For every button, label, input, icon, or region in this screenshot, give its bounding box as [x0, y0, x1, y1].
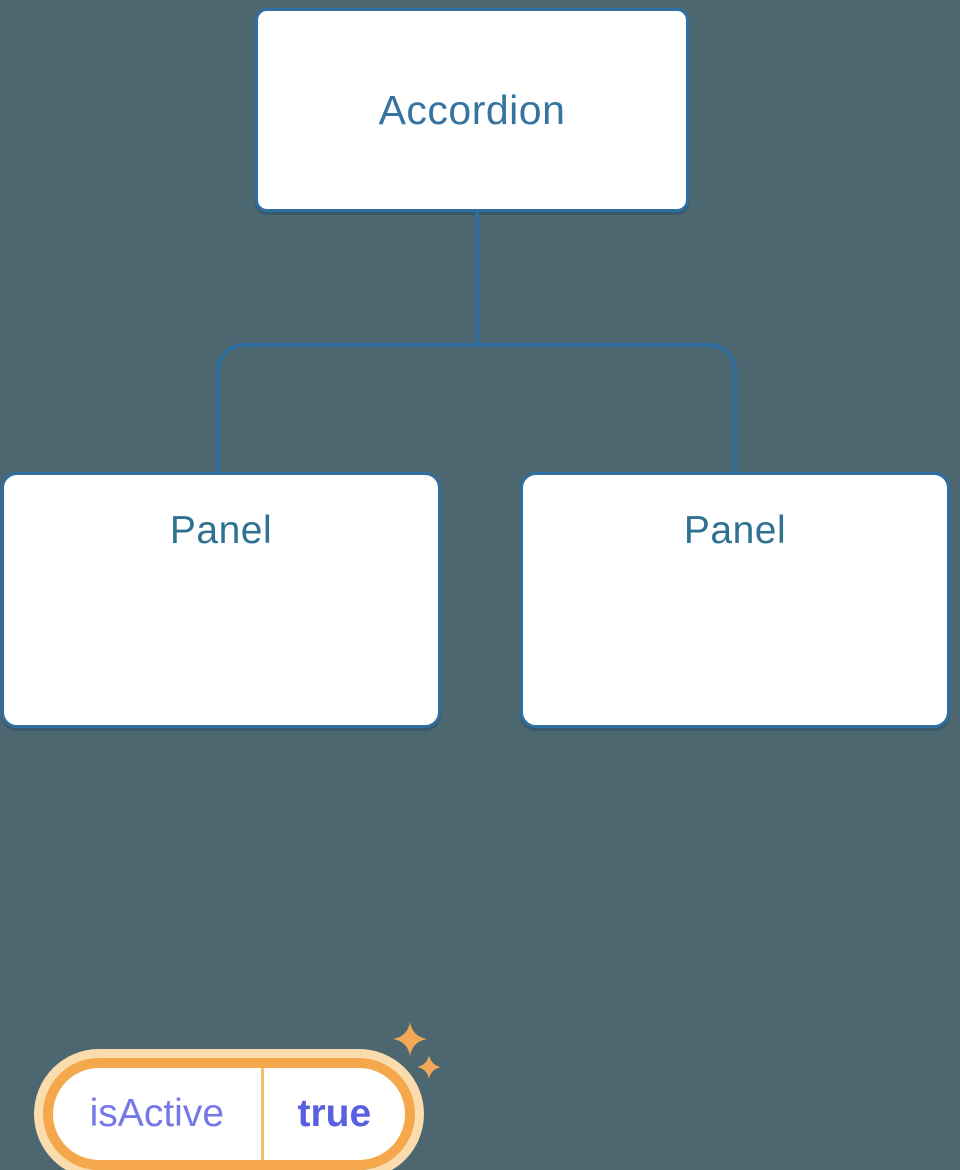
state-value-label: true [297, 1092, 372, 1135]
accordion-node: Accordion [255, 8, 689, 212]
connector-branches [216, 343, 737, 472]
sparkles-icon [393, 1022, 441, 1079]
state-pill-active: isActive true [43, 1058, 415, 1170]
diagram-canvas: Accordion Panel isActive true Panel isAc… [1, 8, 950, 1170]
connector-stem [475, 210, 479, 347]
panel-node-active: Panel isActive true [1, 472, 441, 1170]
panel-node-inactive: Panel isActive false [520, 472, 950, 728]
panel-title: Panel [683, 509, 787, 552]
accordion-node-label: Accordion [378, 86, 566, 133]
state-key-label: isActive [89, 1092, 225, 1135]
panel-title: Panel [169, 509, 273, 552]
